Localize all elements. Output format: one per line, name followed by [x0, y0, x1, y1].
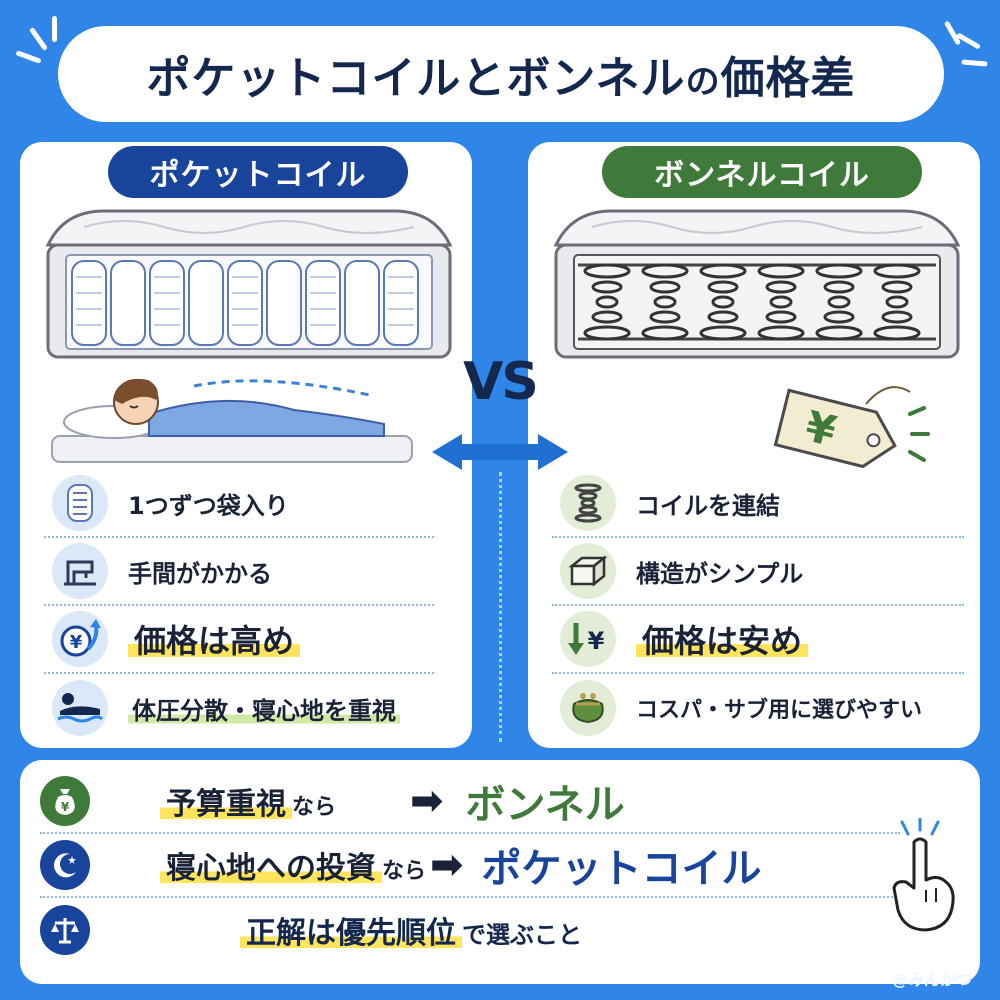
double-arrow-icon	[432, 434, 568, 470]
feature-text: 価格は高め	[128, 616, 301, 662]
conclusion-main: 正解は優先順位	[240, 916, 462, 951]
body-pressure-label: 体圧分散・寝心地を重視	[128, 696, 400, 725]
pointing-hand-icon	[892, 818, 955, 932]
cube-icon	[560, 543, 616, 599]
conclusion-text: 正解は優先順位で選ぶこと	[240, 908, 582, 952]
list-item: 構造がシンプル	[552, 538, 964, 606]
feature-text: 価格は安め	[636, 616, 809, 662]
price-tag-icon: ¥	[773, 386, 930, 469]
moon-icon	[40, 840, 90, 890]
bonnell-coil-mattress-icon	[553, 209, 961, 359]
feature-text: 体圧分散・寝心地を重視	[128, 691, 400, 726]
arrow-right-icon: ➡	[410, 778, 444, 824]
list-item: ¥ 価格は安め	[552, 606, 964, 674]
list-item: 1つずつ袋入り	[44, 470, 434, 538]
budget-condition: 予算重視なら	[160, 779, 336, 823]
title-end: 価格差	[720, 53, 856, 104]
bonnell-coil-heading: ボンネルコイル	[602, 146, 922, 198]
list-item: コスパ・サブ用に選びやすい	[552, 674, 964, 742]
vs-burst-icon	[482, 330, 524, 352]
yen-down-icon: ¥	[560, 611, 616, 667]
feature-text: 構造がシンプル	[636, 559, 804, 588]
sewing-machine-icon	[52, 543, 108, 599]
feature-text: コイルを連結	[636, 491, 780, 520]
pocket-spring-icon	[52, 475, 108, 531]
bonnell-coil-features: コイルを連結 構造がシンプル ¥ 価格は安め コスパ・サブ用に選びやすい	[552, 470, 964, 742]
summary-row-conclusion: 正解は優先順位で選ぶこと	[40, 898, 900, 962]
summary-row-budget: ¥ 予算重視なら ➡ ボンネル	[40, 770, 900, 834]
svg-text:¥: ¥	[588, 627, 605, 655]
list-item: 体圧分散・寝心地を重視	[44, 674, 434, 742]
burst-top-left-icon	[15, 16, 62, 64]
arrow-right-icon: ➡	[430, 842, 464, 888]
coil-spring-icon	[560, 475, 616, 531]
feature-text: 1つずつ袋入り	[128, 491, 289, 520]
scale-icon	[40, 905, 90, 955]
pocket-coil-features: 1つずつ袋入り 手間がかかる ¥ 価格は高め 体圧分散・寝心地を重視	[44, 470, 434, 742]
money-bag-icon: ¥	[40, 776, 90, 826]
svg-text:¥: ¥	[70, 632, 83, 653]
comfort-text: 寝心地への投資	[160, 851, 382, 886]
list-item: ¥ 価格は高め	[44, 606, 434, 674]
center-divider	[499, 472, 502, 742]
vs-label: VS	[463, 352, 539, 412]
nara-text: なら	[292, 795, 337, 820]
burst-top-right-icon	[943, 20, 990, 67]
price-low-label: 価格は安め	[636, 622, 809, 660]
sleeping-person-icon	[51, 378, 413, 463]
page-title: ポケットコイルとボンネルの価格差	[146, 42, 855, 106]
list-item: 手間がかかる	[44, 538, 434, 606]
pocket-coil-mattress-icon	[45, 209, 453, 359]
title-main: ポケットコイルとボンネル	[146, 53, 686, 104]
comfort-condition: 寝心地への投資なら	[160, 843, 426, 887]
title-banner: ポケットコイルとボンネルの価格差	[58, 26, 944, 122]
nara-text: なら	[382, 859, 427, 884]
bonnell-result: ボンネル	[465, 782, 625, 828]
credit-label: @みんかつ	[891, 970, 972, 989]
feature-text: コスパ・サブ用に選びやすい	[636, 698, 923, 723]
list-item: コイルを連結	[552, 470, 964, 538]
svg-text:¥: ¥	[61, 800, 70, 814]
feature-text: 手間がかかる	[128, 559, 272, 588]
price-high-label: 価格は高め	[128, 622, 301, 660]
title-particle: の	[685, 62, 721, 102]
body-pressure-icon	[52, 680, 108, 736]
budget-text: 予算重視	[160, 787, 292, 822]
yen-up-icon: ¥	[52, 611, 108, 667]
coin-purse-icon	[560, 680, 616, 736]
summary-row-comfort: 寝心地への投資なら ➡ ポケットコイル	[40, 834, 900, 898]
pocket-coil-heading: ポケットコイル	[108, 146, 408, 198]
pocket-coil-result: ポケットコイル	[481, 846, 762, 892]
conclusion-end: で選ぶこと	[462, 921, 582, 949]
